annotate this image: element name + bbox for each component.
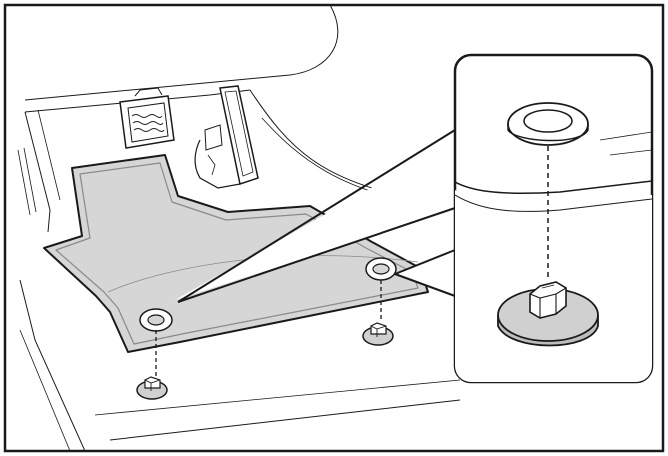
mat-grommet-icon: [140, 309, 172, 331]
magnified-detail-callout: [455, 55, 660, 382]
mat-grommet-icon: [508, 103, 588, 145]
mat-grommet-icon: [366, 258, 396, 280]
